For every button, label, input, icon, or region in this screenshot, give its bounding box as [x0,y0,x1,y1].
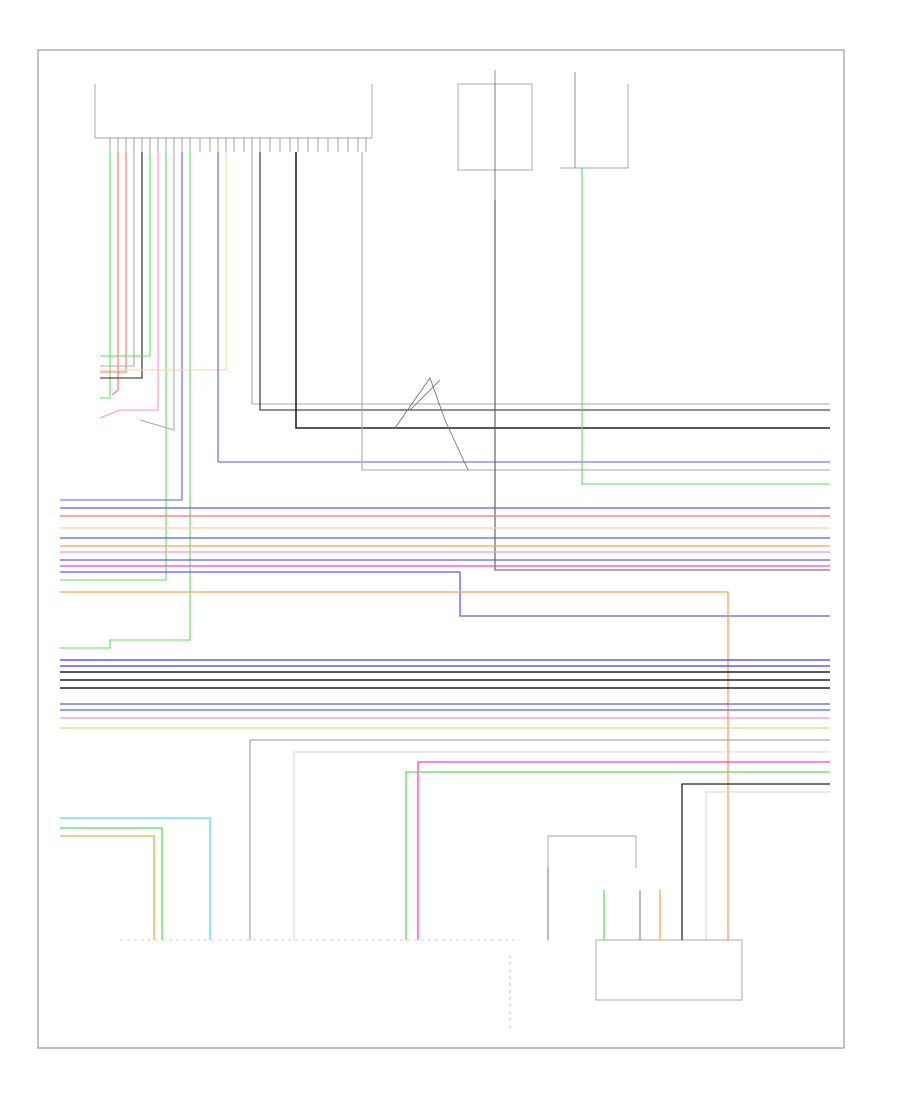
top-right-components [457,70,629,200]
horizontal-wire-group-3 [60,703,830,940]
diagram-frame [37,49,845,1049]
crossing-symbol [394,377,469,471]
upper-left-wire-bundle [60,152,830,649]
horizontal-wire-group-2 [60,659,830,689]
top-connector [94,84,373,152]
lower-left-wires [60,817,211,940]
right-bottom-module [547,835,743,1001]
horizontal-wire-group-1 [60,507,830,940]
bottom-connector [120,939,520,1030]
